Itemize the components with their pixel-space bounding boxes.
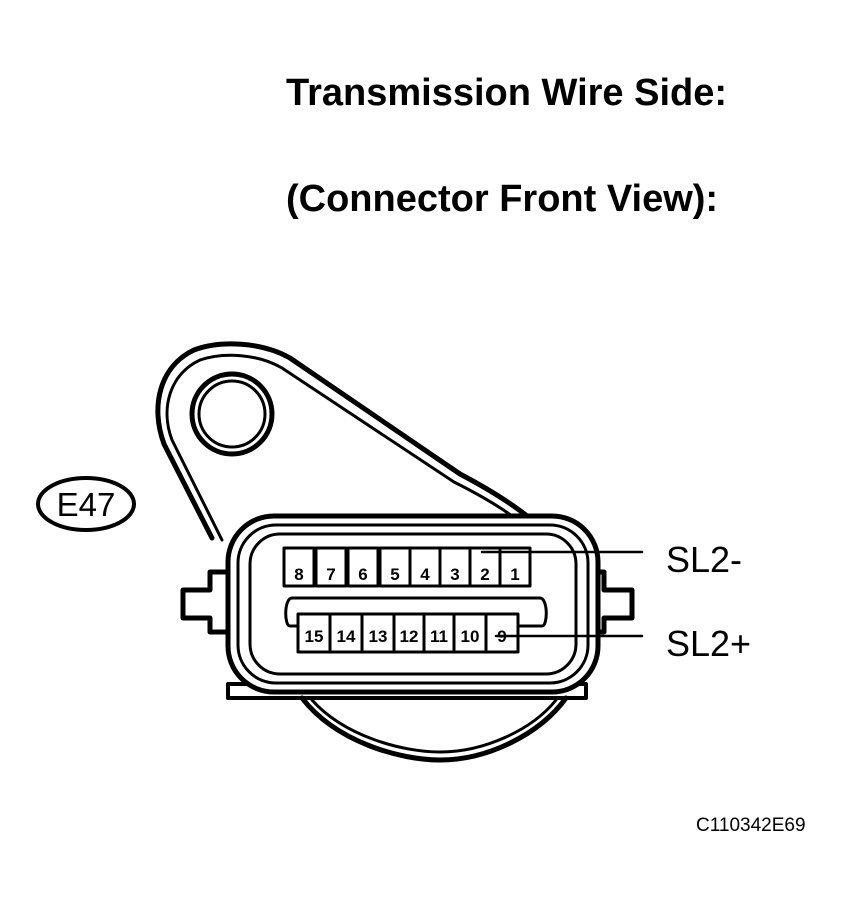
pin-cell	[314, 546, 348, 588]
pin-label: 7	[326, 565, 335, 584]
connector-housing-outer	[225, 513, 601, 695]
connector-code: E47	[57, 486, 116, 523]
pin-label: 5	[390, 565, 399, 584]
pin-cell	[360, 612, 396, 654]
pin-label: 1	[510, 565, 519, 584]
pin-label: 12	[400, 627, 419, 646]
mounting-hole-outer	[189, 371, 275, 457]
pin-label: 14	[337, 627, 356, 646]
pin-label: 15	[305, 627, 324, 646]
left-tab	[180, 569, 241, 635]
pin-cell	[484, 612, 520, 654]
pin-label: 11	[430, 627, 448, 646]
pin-row-ledge	[284, 596, 548, 628]
right-tab	[577, 569, 635, 635]
sl2-minus-label: SL2-	[666, 539, 742, 580]
pin-cell	[296, 612, 332, 654]
pin-cell	[498, 546, 532, 588]
connector-code-badge	[36, 476, 136, 532]
mounting-hole-inner	[197, 379, 267, 449]
pin-cell	[422, 612, 456, 654]
pin-cell	[328, 612, 364, 654]
title-line-1: Transmission Wire Side:	[286, 72, 728, 114]
pin-label: 2	[480, 565, 489, 584]
connector-housing-mid	[236, 523, 590, 685]
title-line-2: (Connector Front View):	[286, 178, 719, 220]
pin-label: 4	[420, 565, 430, 584]
bottom-pin-row	[296, 612, 520, 654]
pin-label: 13	[369, 627, 388, 646]
sl2-plus-label: SL2+	[666, 623, 751, 664]
figure-id: C110342E69	[696, 815, 806, 836]
pin-cell	[346, 546, 380, 588]
pin-cell	[282, 546, 316, 588]
pin-label: 10	[461, 627, 480, 646]
mounting-flange	[155, 341, 535, 541]
pin-label: 6	[358, 565, 367, 584]
lower-body	[299, 695, 569, 763]
connector-housing-inner	[248, 532, 578, 676]
pin-cell	[468, 546, 502, 588]
pin-label: 8	[294, 565, 303, 584]
mounting-flange-inner	[165, 353, 522, 542]
pin-cell	[408, 546, 442, 588]
lower-body-inner	[310, 698, 558, 754]
top-pin-row	[282, 546, 532, 588]
pin-cell	[392, 612, 426, 654]
pin-label: 3	[450, 565, 459, 584]
pin-cell	[452, 612, 488, 654]
